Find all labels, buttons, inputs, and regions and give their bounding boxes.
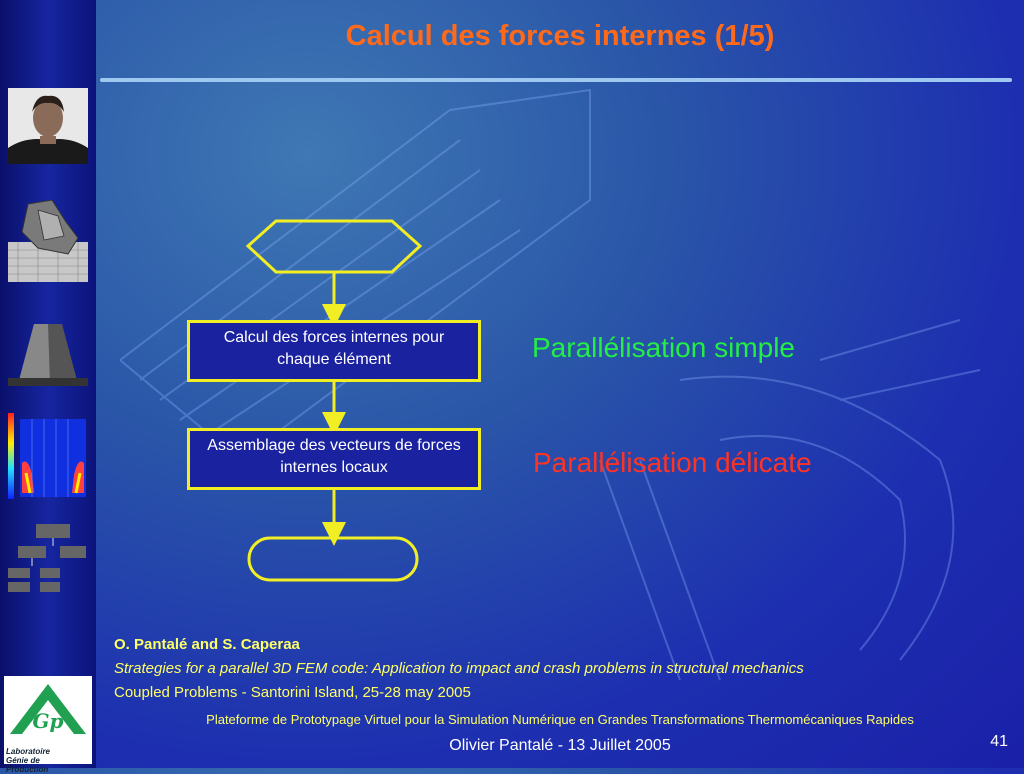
- impact-simulation-thumbnail: [8, 413, 86, 499]
- title-underline: [100, 78, 1012, 82]
- reference-conference: Coupled Problems - Santorini Island, 25-…: [114, 684, 471, 701]
- mini-flowchart-thumbnail: [8, 524, 86, 592]
- flow-box-compute-forces: Calcul des forces internes pour chaque é…: [187, 320, 481, 382]
- flow-box-assemble-vectors: Assemblage des vecteurs de forces intern…: [187, 428, 481, 490]
- flow-box-assemble-vectors-label: Assemblage des vecteurs de forces intern…: [207, 437, 461, 476]
- footer-author-date: Olivier Pantalé - 13 Juillet 2005: [449, 737, 671, 754]
- slide-title: Calcul des forces internes (1/5): [345, 20, 775, 52]
- author-portrait: [8, 88, 88, 164]
- flow-end-terminator: [247, 536, 419, 582]
- note-simple-parallelization: Parallélisation simple: [532, 332, 796, 363]
- lab-logo-letters: Gp: [32, 709, 63, 733]
- reference-authors: O. Pantalé and S. Caperaa: [114, 636, 300, 653]
- flow-box-compute-forces-label: Calcul des forces internes pour chaque é…: [223, 329, 445, 368]
- lab-logo: Gp Laboratoire Génie de Production: [4, 676, 92, 774]
- lab-logo-emblem: Gp: [10, 684, 86, 734]
- crash-mesh-thumbnail: [8, 199, 88, 282]
- note-delicate-parallelization: Parallélisation délicate: [533, 447, 812, 478]
- page-number: 41: [990, 733, 1008, 750]
- footer-platform: Plateforme de Prototypage Virtuel pour l…: [206, 712, 914, 727]
- reference-paper-title: Strategies for a parallel 3D FEM code: A…: [114, 660, 804, 677]
- forming-thumbnail: [8, 324, 88, 386]
- sidebar: Gp Laboratoire Génie de Production: [0, 0, 96, 774]
- flow-start-hexagon: [245, 219, 423, 274]
